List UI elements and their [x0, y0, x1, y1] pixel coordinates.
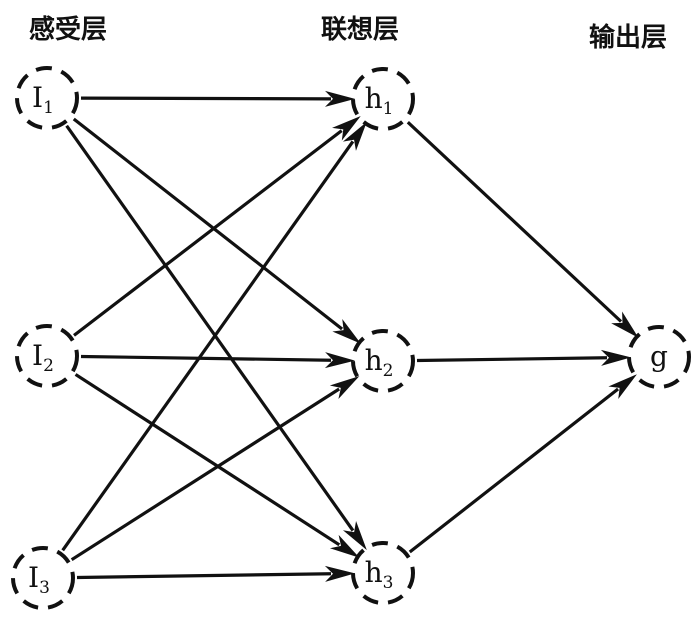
- edge-I3-h2: [70, 376, 360, 562]
- node-circle: [11, 546, 75, 610]
- node-circle: [351, 67, 415, 131]
- edge-line: [74, 373, 341, 547]
- edge-line: [408, 387, 620, 554]
- node-h2: h2: [351, 329, 415, 393]
- node-label: h1: [365, 82, 394, 119]
- layer-label-3: 输出层: [589, 22, 667, 53]
- node-g: g: [627, 325, 691, 389]
- arrowhead: [329, 376, 360, 399]
- node-h1: h1: [351, 67, 415, 131]
- arrowhead: [324, 352, 356, 369]
- edge-I2-h3: [74, 373, 360, 558]
- edge-h3-g: [408, 374, 637, 554]
- edge-I3-h1: [61, 121, 367, 552]
- arrowhead: [329, 534, 360, 558]
- node-label-base: I: [28, 561, 39, 594]
- edge-I2-h2: [80, 352, 356, 369]
- node-label-subscript: 3: [39, 578, 50, 598]
- arrowhead: [324, 90, 356, 107]
- node-label-subscript: 1: [43, 98, 54, 118]
- edge-h2-g: [416, 349, 632, 366]
- edge-line: [80, 96, 332, 101]
- node-I2: I2: [15, 324, 79, 388]
- node-label-base: I: [32, 339, 43, 372]
- edge-line: [406, 121, 623, 323]
- node-label: g: [650, 340, 668, 373]
- arrowhead: [324, 565, 356, 582]
- edge-line: [80, 354, 332, 362]
- edge-line: [70, 387, 341, 562]
- edge-line: [65, 124, 355, 532]
- node-label-subscript: 2: [383, 361, 394, 381]
- node-label: h3: [365, 556, 394, 593]
- arrowhead: [600, 349, 632, 366]
- arrowhead: [608, 374, 637, 400]
- edge-line: [73, 129, 343, 337]
- node-label: I2: [32, 339, 54, 376]
- node-circle: [351, 541, 415, 605]
- node-circle: [15, 324, 79, 388]
- node-label-base: h: [365, 556, 383, 589]
- node-label-subscript: 3: [383, 573, 394, 593]
- node-circle: [15, 66, 79, 130]
- node-label-base: g: [650, 340, 668, 373]
- arrowhead: [611, 311, 639, 338]
- edge-line: [76, 572, 332, 580]
- arrowhead: [342, 121, 367, 151]
- node-I3: I3: [11, 546, 75, 610]
- node-I1: I1: [15, 66, 79, 130]
- layer-label-1: 感受层: [29, 14, 107, 45]
- node-label: h2: [365, 344, 394, 381]
- node-label-base: h: [365, 82, 383, 115]
- node-label-subscript: 1: [383, 99, 394, 119]
- edge-I3-h3: [76, 565, 356, 582]
- edge-h1-g: [406, 121, 639, 338]
- edge-I1-h1: [80, 90, 356, 107]
- edge-I2-h1: [73, 116, 361, 337]
- edge-I1-h2: [72, 117, 361, 344]
- arrowhead: [332, 116, 361, 141]
- node-label-subscript: 2: [43, 356, 54, 376]
- edge-line: [72, 117, 344, 331]
- arrowhead: [332, 318, 361, 344]
- node-label: I1: [32, 81, 54, 118]
- node-label-base: h: [365, 344, 383, 377]
- node-circle: [627, 325, 691, 389]
- edge-I1-h3: [65, 124, 367, 551]
- edge-line: [416, 356, 608, 363]
- edge-line: [61, 140, 355, 552]
- node-h3: h3: [351, 541, 415, 605]
- node-label: I3: [28, 561, 50, 598]
- node-label-base: I: [32, 81, 43, 114]
- node-circle: [351, 329, 415, 393]
- layer-label-2: 联想层: [321, 15, 399, 45]
- arrowhead: [342, 521, 367, 551]
